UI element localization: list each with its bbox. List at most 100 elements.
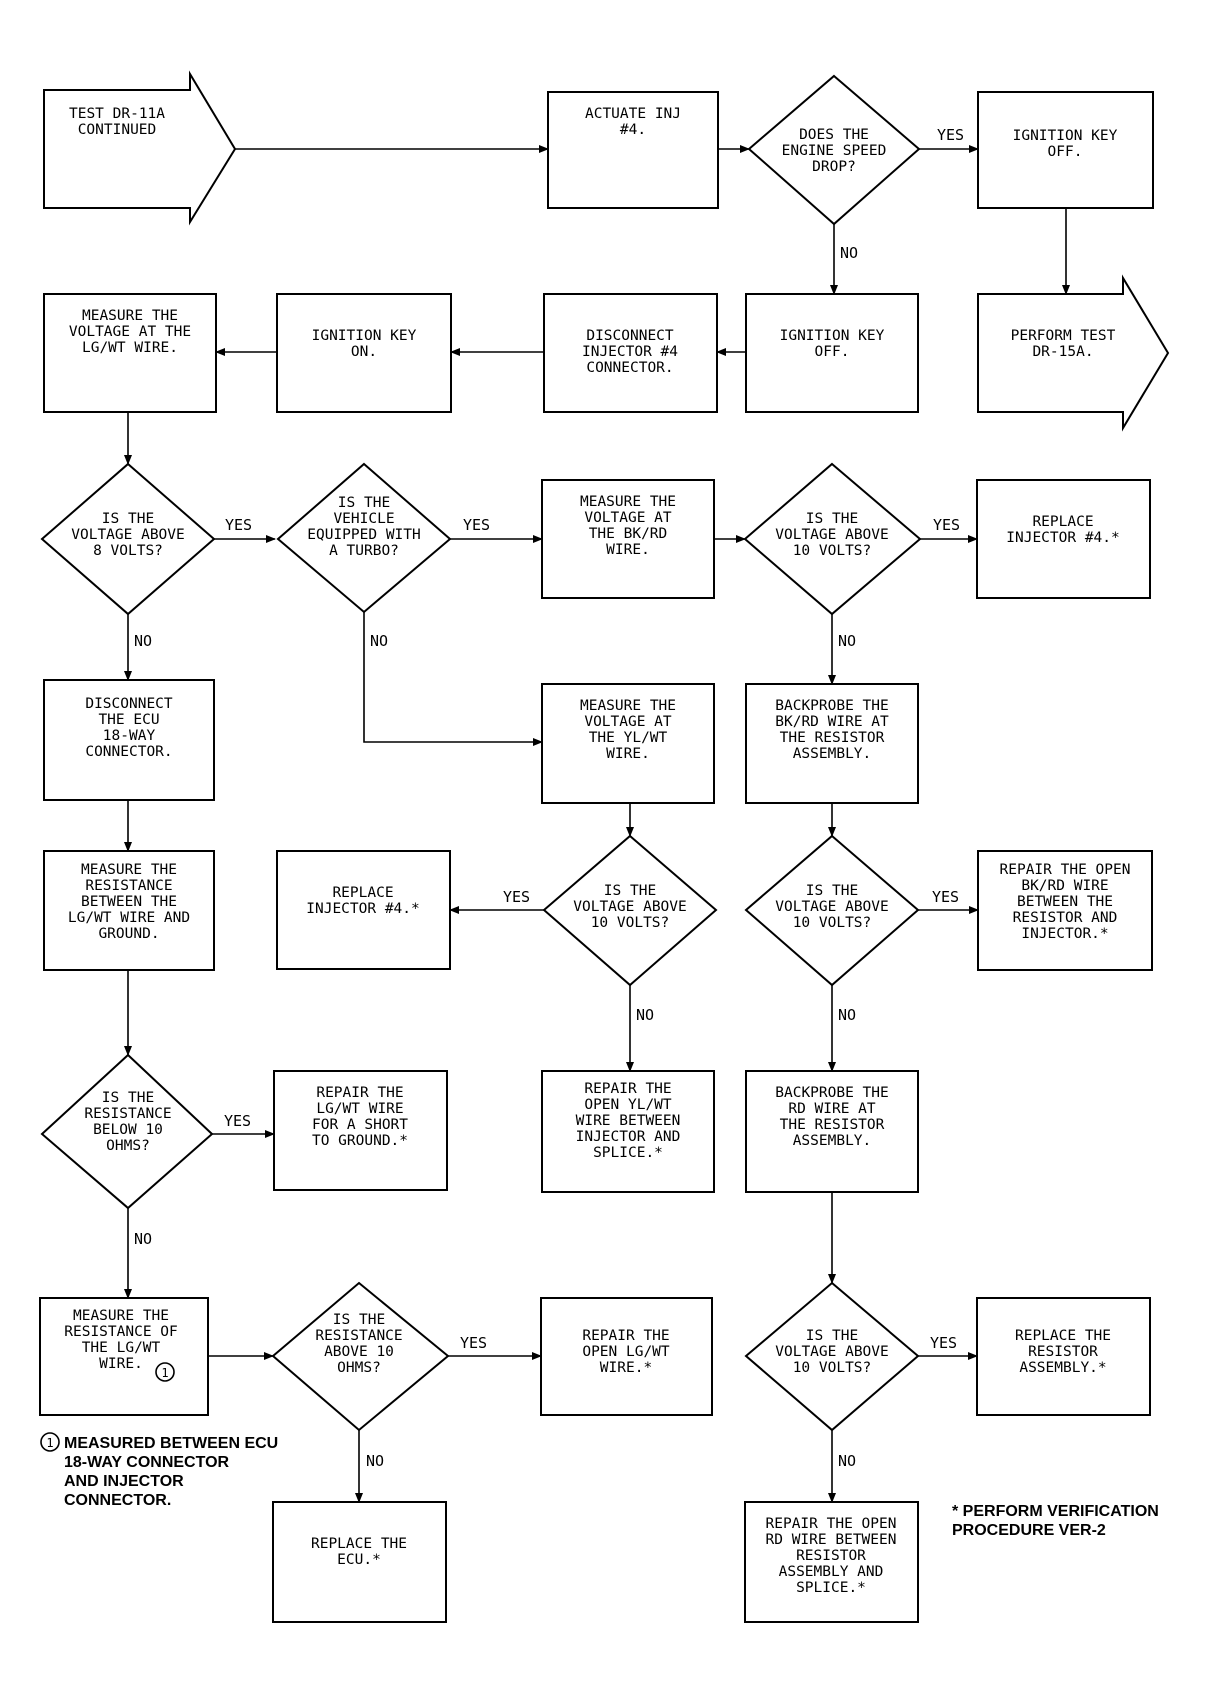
node-text-line: RD WIRE BETWEEN [766,1532,897,1548]
no-label: NO [840,244,858,262]
node-text-line: ASSEMBLY.* [1019,1360,1106,1376]
node-text-line: INJECTOR #4.* [306,901,420,917]
node-text-line: IGNITION KEY [1013,128,1118,144]
start-arrow-shape [43,70,237,226]
node-text-line: VOLTAGE ABOVE [775,899,889,915]
node-text-line: WIRE BETWEEN [576,1113,681,1129]
node-text-line: BACKPROBE THE [775,1085,889,1101]
ylwt-above-10-diamond [542,834,718,987]
ignition-key-on-box [276,293,452,413]
node-text-line: 10 VOLTS? [793,915,872,931]
connectors [124,145,1070,1503]
node-text-line: OFF. [1048,144,1083,160]
node-text-line: RESISTANCE [315,1328,402,1344]
replace-injector-box-2 [276,850,451,970]
node-text-line: OHMS? [106,1138,150,1154]
node-text-line: THE LG/WT [82,1340,161,1356]
node-text-line: WIRE. [606,542,650,558]
node-text-line: DOES THE [799,127,869,143]
node-text-line: REPAIR THE OPEN [766,1516,897,1532]
replace-ecu-box [272,1501,447,1623]
no-label: NO [134,1230,152,1248]
node-text-line: RESISTANCE [85,878,172,894]
no-label: NO [366,1452,384,1470]
node-text-line: SPLICE.* [796,1580,866,1596]
node-text-line: A TURBO? [329,543,399,559]
node-text-line: FOR A SHORT [312,1117,408,1133]
no-label: NO [370,632,388,650]
disconnect-ecu-box [43,679,215,801]
node-text-line: INJECTOR #4 [582,344,678,360]
node-text-line: IGNITION KEY [312,328,417,344]
measure-resistance-ground-box [43,850,215,971]
repair-open-lgwt-box [540,1297,713,1416]
note-text-line: CONNECTOR. [64,1492,171,1509]
node-text-line: WIRE. [99,1356,143,1372]
measure-voltage-bkrd-box [541,479,715,599]
node-text-line: WIRE.* [600,1360,652,1376]
node-text-line: 10 VOLTS? [591,915,670,931]
node-text-line: IS THE [338,495,390,511]
no-label: NO [838,1006,856,1024]
node-text-line: OFF. [815,344,850,360]
note-text-line: AND INJECTOR [64,1473,184,1490]
repair-rd-box [744,1501,919,1623]
yes-label: YES [503,888,530,906]
footnote-marker-icon [40,1432,60,1452]
node-text-line: 10 VOLTS? [793,543,872,559]
measure-resistance-lgwt-box [39,1297,209,1416]
node-text-line: MEASURE THE [82,308,178,324]
perform-test-arrow-shape [977,274,1170,432]
disconnect-injector-box [543,293,718,413]
node-text-line: THE ECU [98,712,159,728]
node-text-line: VOLTAGE ABOVE [71,527,185,543]
node-text-line: 18-WAY [103,728,156,744]
node-text-line: IS THE [806,1328,858,1344]
node-text-line: ON. [351,344,377,360]
node-text-line: PERFORM TEST [1011,328,1116,344]
node-text-line: WIRE. [606,746,650,762]
resistance-above-10-diamond [271,1281,450,1432]
ignition-key-off-box-2 [745,293,919,413]
node-text-line: INJECTOR AND [576,1129,681,1145]
speed-drop-diamond [747,74,921,226]
node-text-line: DROP? [812,159,856,175]
node-text-line: THE RESISTOR [780,730,885,746]
connector-turbo-no [363,612,543,746]
node-text-line: REPAIR THE OPEN [1000,862,1131,878]
actuate-inj-box [547,91,719,209]
note-text-line: 18-WAY CONNECTOR [64,1454,230,1471]
repair-short-box [273,1070,448,1191]
footnote-marker-icon [155,1362,175,1382]
node-text-line: RESISTOR [1028,1344,1098,1360]
backprobe-rd-box [745,1070,919,1193]
node-text-line: IS THE [102,511,154,527]
ignition-key-off-box-1 [977,91,1154,209]
node-text-line: IGNITION KEY [780,328,885,344]
node-text-line: VOLTAGE ABOVE [775,527,889,543]
no-label: NO [636,1006,654,1024]
node-text-line: MEASURE THE [73,1308,169,1324]
rd-above-10-diamond [744,1281,920,1432]
node-text-line: LG/WT WIRE AND [68,910,190,926]
